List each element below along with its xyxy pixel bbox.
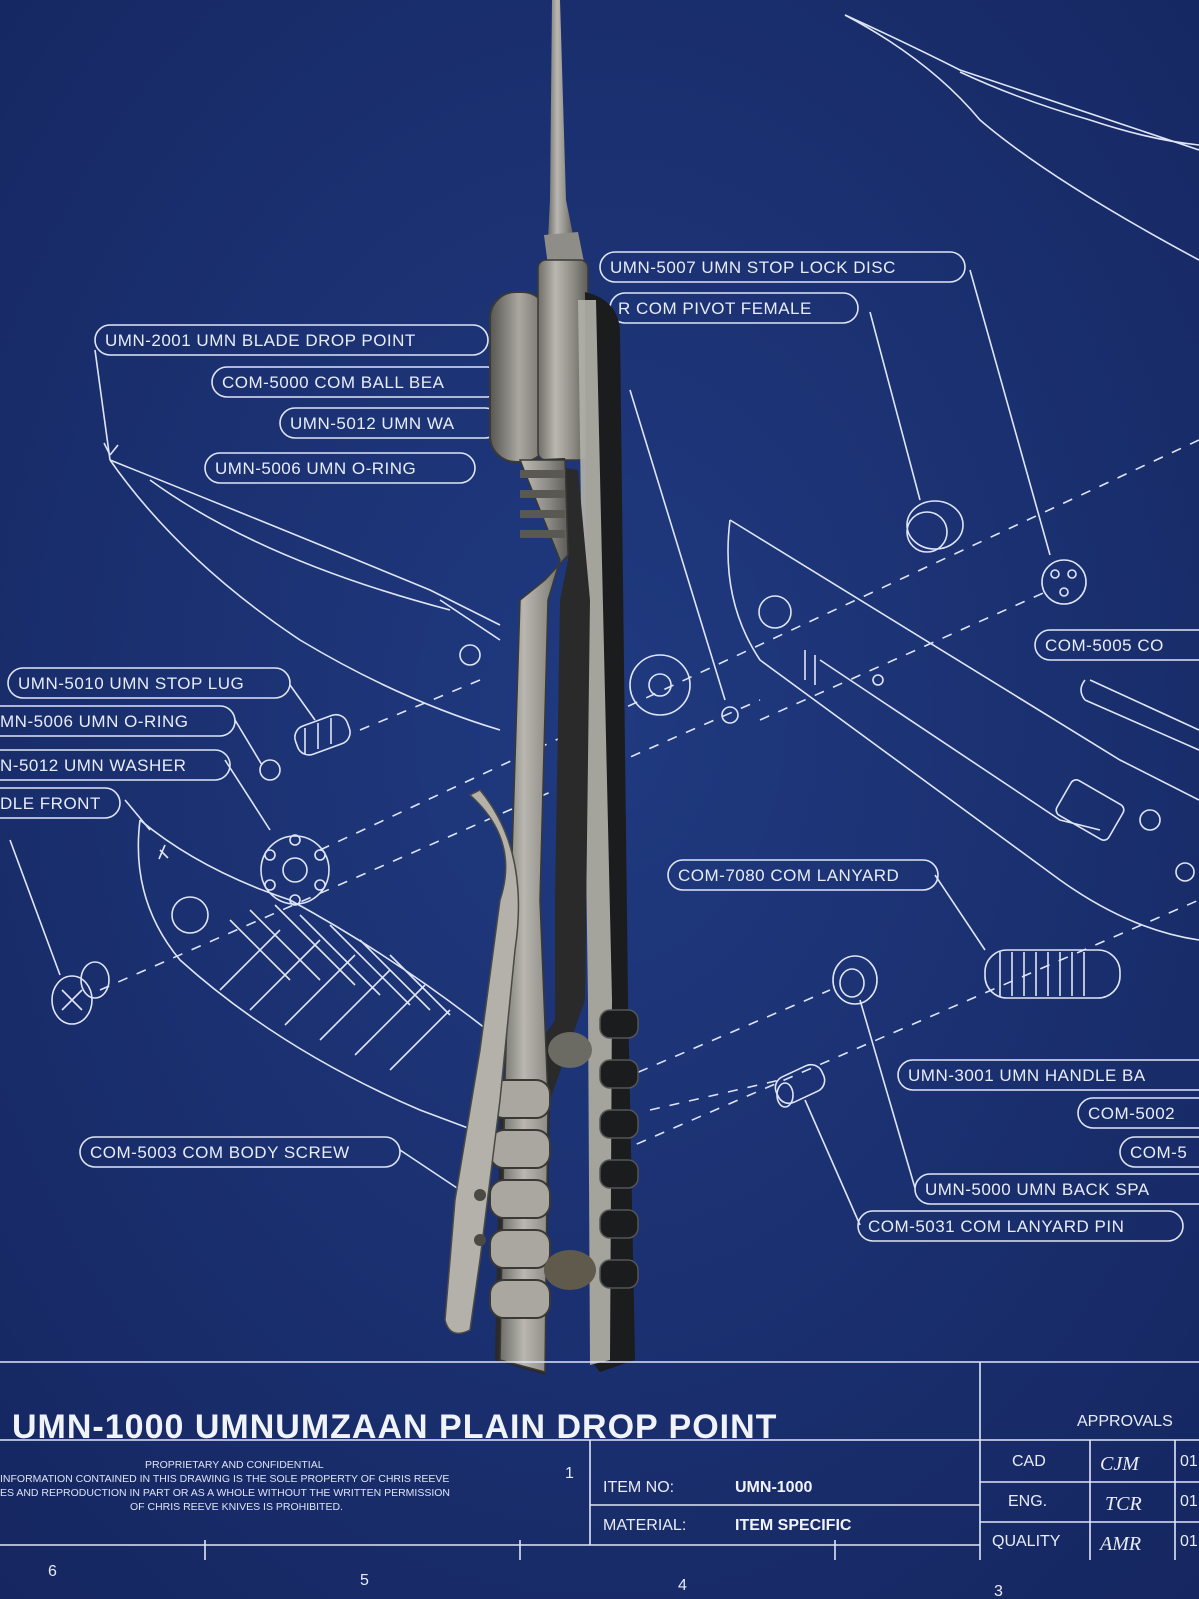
zone-number: 4: [678, 1577, 687, 1594]
approval-role: CAD: [1012, 1453, 1046, 1470]
approval-initials: TCR: [1105, 1493, 1142, 1515]
callout-text: COM-5005 CO: [1045, 636, 1164, 655]
clip-screw: [474, 1234, 486, 1246]
callout-labels: UMN-2001 UMN BLADE DROP POINT COM-5000 C…: [0, 251, 1199, 1242]
approval-initials: AMR: [1098, 1533, 1141, 1555]
callout-text: UMN-5000 UMN BACK SPA: [925, 1180, 1150, 1199]
approval-date: 01: [1180, 1493, 1198, 1510]
callout-umn5010: UMN-5010 UMN STOP LUG: [7, 667, 291, 699]
callout-umn5000: UMN-5000 UMN BACK SPA: [914, 1173, 1199, 1205]
approval-role: ENG.: [1008, 1493, 1047, 1510]
pocket-clip: [444, 789, 520, 1335]
callout-text: UMN-2001 UMN BLADE DROP POINT: [105, 331, 416, 350]
spine-grooves: [489, 1009, 639, 1319]
item-no-value: UMN-1000: [735, 1479, 812, 1496]
callout-text: UMN-5010 UMN STOP LUG: [18, 674, 244, 693]
callout-text: DLE FRONT: [0, 794, 101, 813]
callout-text: COM-5031 COM LANYARD PIN: [868, 1217, 1124, 1236]
callout-text: COM-5003 COM BODY SCREW: [90, 1143, 350, 1162]
callout-text: COM-5002: [1088, 1104, 1175, 1123]
approval-date: 01: [1180, 1453, 1198, 1470]
approval-initials: CJM: [1100, 1453, 1140, 1475]
callout-umn3001: UMN-3001 UMN HANDLE BA: [897, 1059, 1199, 1091]
callout-com5031: COM-5031 COM LANYARD PIN: [857, 1210, 1184, 1242]
item-no-label: ITEM NO:: [603, 1479, 674, 1496]
blueprint-drawing: [9, 14, 1199, 1226]
knife: [444, 0, 639, 1375]
blade-spine: [548, 0, 574, 250]
proprietary-heading: PROPRIETARY AND CONFIDENTIAL: [145, 1459, 324, 1471]
callout-com5003: COM-5003 COM BODY SCREW: [79, 1136, 401, 1168]
callout-umn5007: UMN-5007 UMN STOP LOCK DISC: [599, 251, 966, 283]
blade-thumb-rest: [544, 232, 584, 266]
material-label: MATERIAL:: [603, 1517, 686, 1534]
standoff: [548, 1032, 592, 1068]
callout-handle-front: DLE FRONT: [0, 787, 121, 819]
approval-date: 01: [1180, 1533, 1198, 1550]
material-value: ITEM SPECIFIC: [735, 1517, 852, 1534]
callout-umn5006-mid: MN-5006 UMN O-RING: [0, 705, 236, 737]
callout-com7080: COM-7080 COM LANYARD: [667, 859, 939, 891]
callout-text: N-5012 UMN WASHER: [0, 756, 186, 775]
zone-number: 6: [48, 1563, 57, 1580]
proprietary-line-2: ES AND REPRODUCTION IN PART OR AS A WHOL…: [0, 1487, 450, 1499]
zone-number: 3: [994, 1583, 1003, 1599]
proprietary-line-1: INFORMATION CONTAINED IN THIS DRAWING IS…: [0, 1473, 449, 1485]
title-block: UMN-1000 UMNUMZAAN PLAIN DROP POINT PROP…: [0, 1361, 1199, 1599]
callout-text: COM-5: [1130, 1143, 1187, 1162]
callout-text: COM-5000 COM BALL BEA: [222, 373, 445, 392]
callout-text: MN-5006 UMN O-RING: [0, 712, 188, 731]
callout-text: UMN-3001 UMN HANDLE BA: [908, 1066, 1146, 1085]
approval-role: QUALITY: [992, 1533, 1061, 1550]
standoff: [544, 1250, 596, 1290]
callout-umn5012-mid: N-5012 UMN WASHER: [0, 749, 231, 781]
callout-text: COM-7080 COM LANYARD: [678, 866, 899, 885]
rev-mark: 1: [565, 1465, 574, 1482]
proprietary-line-3: OF CHRIS REEVE KNIVES IS PROHIBITED.: [130, 1501, 343, 1513]
callout-text: UMN-5012 UMN WA: [290, 414, 455, 433]
zone-number: 5: [360, 1572, 369, 1589]
clip-screw: [474, 1189, 486, 1201]
jimping: [520, 470, 565, 538]
callout-text: R COM PIVOT FEMALE: [618, 299, 812, 318]
callout-umn5006-top: UMN-5006 UMN O-RING: [204, 452, 476, 484]
callout-com5-partial: COM-5: [1119, 1136, 1199, 1168]
callout-umn2001: UMN-2001 UMN BLADE DROP POINT: [94, 324, 489, 356]
callout-com5002: COM-5002: [1077, 1097, 1199, 1129]
approvals-label: APPROVALS: [1077, 1413, 1173, 1430]
callout-com5005: COM-5005 CO: [1034, 629, 1199, 661]
callout-text: UMN-5007 UMN STOP LOCK DISC: [610, 258, 896, 277]
callout-text: UMN-5006 UMN O-RING: [215, 459, 416, 478]
